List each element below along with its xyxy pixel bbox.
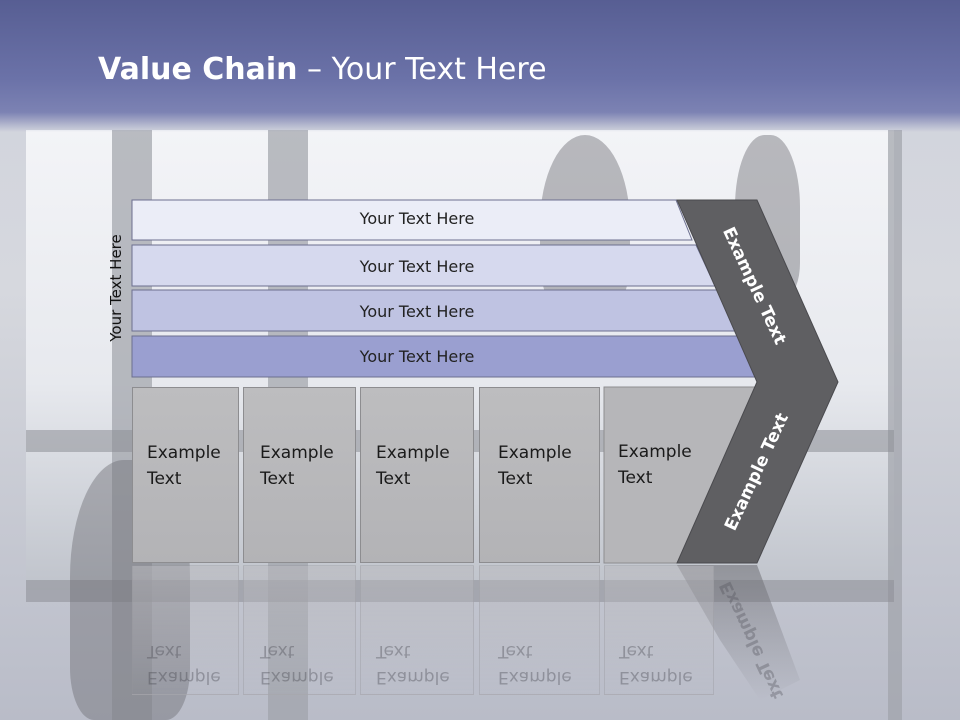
box-reflection: Example Text: [604, 565, 714, 695]
box-line-2: Text: [618, 468, 653, 488]
reflection-line: Example: [147, 667, 221, 687]
bar-1-label: Your Text Here: [359, 209, 475, 228]
reflection-line: Text: [376, 641, 411, 661]
reflection-text: Example Text: [147, 638, 221, 690]
support-bar-1[interactable]: [131, 199, 693, 241]
box-reflection: Example Text: [243, 565, 356, 695]
title-bold: Value Chain: [98, 52, 298, 87]
reflection-text: Example Text: [376, 638, 450, 690]
reflection-text: Example Text: [498, 638, 572, 690]
reflection-line: Example: [376, 667, 450, 687]
title-rest: – Your Text Here: [297, 52, 547, 87]
bar-3-label: Your Text Here: [359, 302, 475, 321]
title-bar: [0, 0, 960, 132]
reflection-line: Example: [619, 667, 693, 687]
bar-2-label: Your Text Here: [359, 257, 475, 276]
reflection-line: Example: [498, 667, 572, 687]
box-line-2: Text: [498, 469, 533, 489]
box-line-1: Example: [260, 443, 334, 463]
box-line-1: Example: [618, 442, 692, 462]
reflection-text: Example Text: [619, 638, 693, 690]
reflection-text: Example Text: [260, 638, 334, 690]
reflection-line: Text: [147, 641, 182, 661]
box-reflection: Example Text: [132, 565, 239, 695]
box-line-1: Example: [498, 443, 572, 463]
reflection-line: Text: [260, 641, 295, 661]
reflection-line: Example: [260, 667, 334, 687]
box-line-2: Text: [147, 469, 182, 489]
reflection-line: Text: [619, 641, 654, 661]
box-line-1: Example: [376, 443, 450, 463]
slide-title: Value Chain – Your Text Here: [98, 52, 547, 87]
window-frame: [888, 130, 902, 720]
box-reflection: Example Text: [479, 565, 600, 695]
box-line-1: Example: [147, 443, 221, 463]
box-line-2: Text: [376, 469, 411, 489]
box-line-2: Text: [260, 469, 295, 489]
bar-4-label: Your Text Here: [359, 347, 475, 366]
reflection-line: Text: [498, 641, 533, 661]
chevron-shape[interactable]: [676, 199, 839, 564]
box-reflection: Example Text: [360, 565, 474, 695]
